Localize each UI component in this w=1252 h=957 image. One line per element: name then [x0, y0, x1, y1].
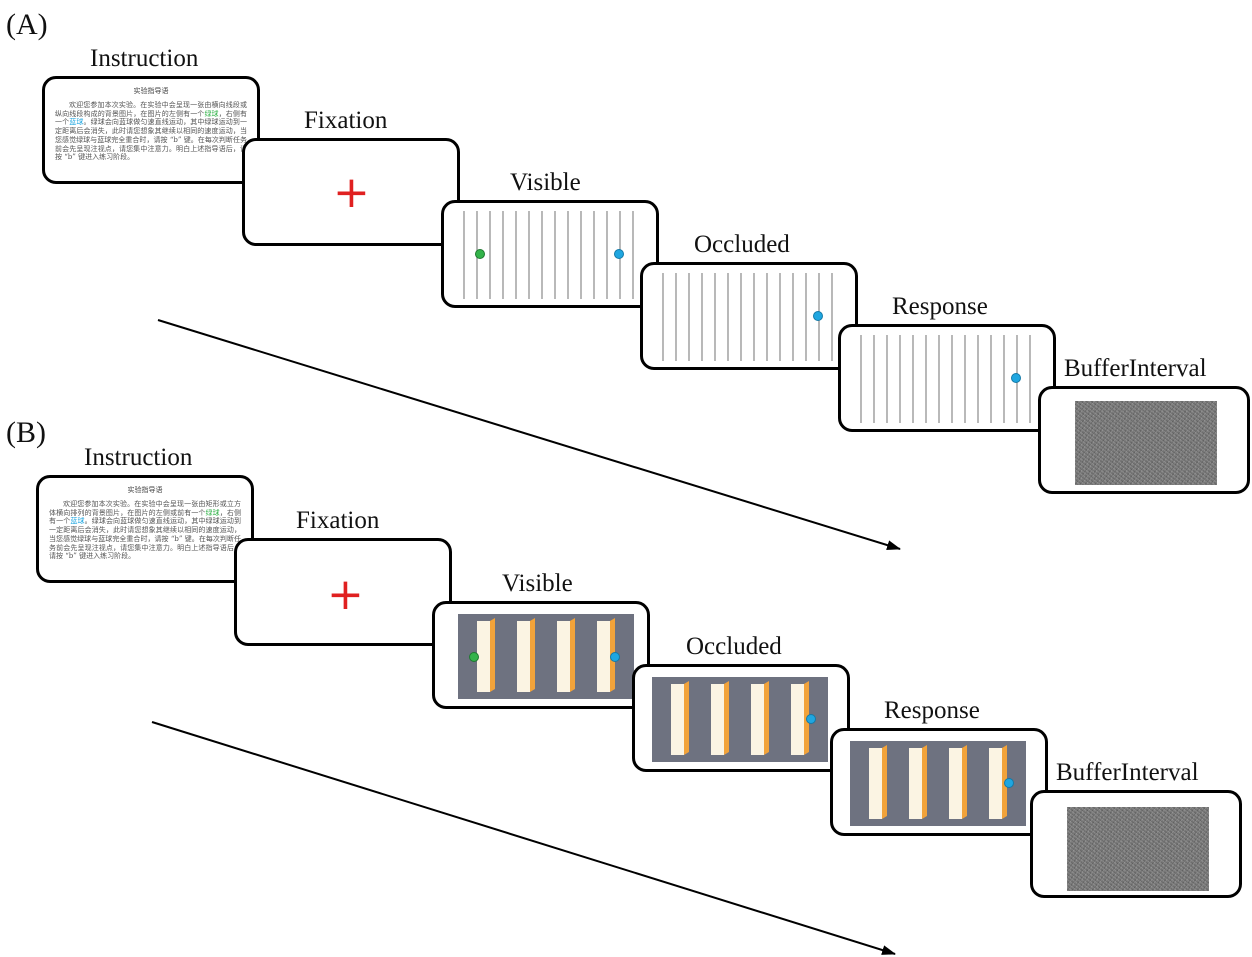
b-occluded-label: Occluded	[686, 633, 782, 660]
blue-ball	[614, 249, 624, 259]
b-noise-mask	[1067, 807, 1209, 891]
b-visible-label: Visible	[502, 570, 573, 597]
blue-ball	[1011, 373, 1021, 383]
b-response-label: Response	[884, 697, 980, 724]
b-instr-p1: 欢迎您参加本次实验。在实验中会呈现一张由矩形或立方体横向排列的背景图片，在图片的…	[49, 499, 241, 517]
cuboid-bar	[869, 745, 887, 819]
b-visible-bars	[477, 618, 615, 692]
b-fixation-label: Fixation	[296, 507, 380, 534]
b-instruction-label: Instruction	[84, 444, 193, 471]
a-instr-p2: ，右侧有一个	[55, 109, 248, 127]
b-instr-p3: 。绿球会向蓝球做匀速直线运动，其中绿球运动到一定距离后会消失，此时请您想象其继续…	[49, 517, 242, 561]
cuboid-bar	[671, 681, 689, 755]
green-ball	[475, 249, 485, 259]
b-occluded-bars	[671, 681, 809, 755]
cuboid-bar	[557, 618, 575, 692]
cuboid-bar	[949, 745, 967, 819]
a-instruction-title: 实验指导语	[133, 87, 169, 95]
cuboid-bar	[751, 681, 769, 755]
a-buffer-screen	[1038, 386, 1250, 494]
a-visible-label: Visible	[510, 169, 581, 196]
b-fixation-cross: +	[327, 569, 364, 620]
a-instruction-label: Instruction	[90, 45, 199, 72]
a-fixation-screen: +	[242, 138, 460, 246]
blue-ball	[610, 652, 620, 662]
a-fixation-cross: +	[333, 167, 370, 218]
a-response-screen	[838, 324, 1056, 432]
blue-ball	[813, 311, 823, 321]
panel-a-letter: (A)	[6, 8, 48, 41]
a-noise-mask	[1075, 401, 1217, 485]
b-instruction-title: 实验指导语	[127, 486, 163, 494]
a-response-lines	[860, 335, 1031, 423]
a-buffer-label: BufferInterval	[1064, 355, 1207, 382]
b-instruction-screen: 实验指导语 欢迎您参加本次实验。在实验中会呈现一张由矩形或立方体横向排列的背景图…	[36, 475, 254, 583]
green-ball	[469, 652, 479, 662]
b-instr-green: 绿球	[205, 508, 220, 517]
cuboid-bar	[477, 618, 495, 692]
b-occluded-scene	[652, 677, 828, 762]
b-visible-scene	[458, 614, 634, 699]
b-time-arrow	[151, 721, 896, 955]
a-instr-blue: 蓝球	[69, 118, 84, 127]
b-instr-blue: 蓝球	[70, 517, 85, 526]
a-instr-p3: 。绿球会向蓝球做匀速直线运动，其中绿球运动到一定距离后会消失，此时请您想象其继续…	[55, 118, 248, 162]
a-occluded-lines	[662, 273, 833, 361]
cuboid-bar	[909, 745, 927, 819]
a-instruction-screen: 实验指导语 欢迎您参加本次实验。在实验中会呈现一张由横向线段或纵向线段构成的背景…	[42, 76, 260, 184]
a-response-label: Response	[892, 293, 988, 320]
blue-ball	[1004, 778, 1014, 788]
a-instruction-text: 实验指导语 欢迎您参加本次实验。在实验中会呈现一张由横向线段或纵向线段构成的背景…	[45, 79, 257, 166]
b-response-scene	[850, 741, 1026, 826]
a-visible-lines	[463, 211, 634, 299]
b-buffer-screen	[1030, 790, 1242, 898]
a-occluded-label: Occluded	[694, 231, 790, 258]
a-occluded-gratings	[662, 273, 833, 361]
a-instr-green: 绿球	[204, 109, 219, 118]
cuboid-bar	[517, 618, 535, 692]
cuboid-bar	[711, 681, 729, 755]
a-occluded-screen	[640, 262, 858, 370]
a-instr-p1: 欢迎您参加本次实验。在实验中会呈现一张由横向线段或纵向线段构成的背景图片，在图片…	[55, 100, 247, 118]
cuboid-bar	[597, 618, 615, 692]
a-visible-screen	[441, 200, 659, 308]
b-instruction-text: 实验指导语 欢迎您参加本次实验。在实验中会呈现一张由矩形或立方体横向排列的背景图…	[39, 478, 251, 565]
b-instruction-body: 欢迎您参加本次实验。在实验中会呈现一张由矩形或立方体横向排列的背景图片，在图片的…	[49, 500, 241, 561]
blue-ball	[806, 714, 816, 724]
a-instruction-body: 欢迎您参加本次实验。在实验中会呈现一张由横向线段或纵向线段构成的背景图片，在图片…	[55, 101, 247, 162]
b-fixation-screen: +	[234, 538, 452, 646]
panel-b-letter: (B)	[6, 416, 46, 449]
b-buffer-label: BufferInterval	[1056, 759, 1199, 786]
b-response-bars	[869, 745, 1007, 819]
b-response-screen	[830, 728, 1048, 836]
b-instr-p2: ，右侧有一个	[49, 508, 242, 526]
b-occluded-screen	[632, 664, 850, 772]
b-visible-screen	[432, 601, 650, 709]
a-fixation-label: Fixation	[304, 107, 388, 134]
